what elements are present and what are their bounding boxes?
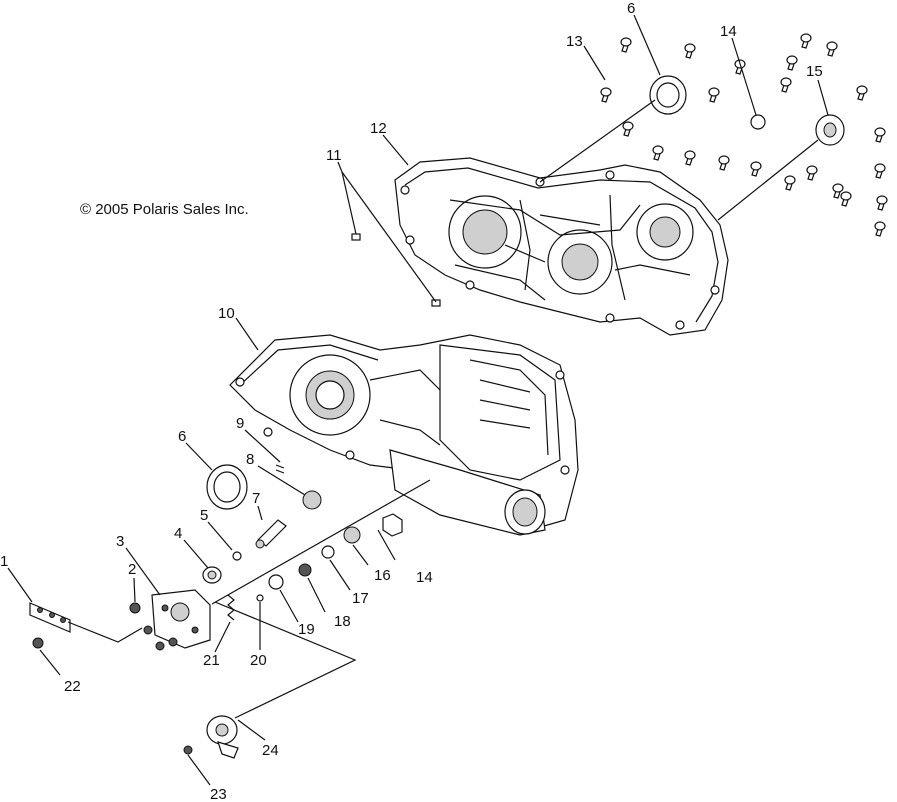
part-20-ball xyxy=(256,594,264,602)
part-23-bolt xyxy=(183,745,193,755)
part-15-bearing xyxy=(815,114,845,146)
bolt-12 xyxy=(652,145,664,161)
part-22-nut xyxy=(32,637,44,649)
callout-20: 20 xyxy=(250,652,267,669)
callout-16: 16 xyxy=(374,567,391,584)
callout-labels: 1 2 3 4 5 6 6 7 8 9 10 11 12 13 14 14 15… xyxy=(0,0,823,802)
part-3-pump-plate xyxy=(143,589,211,651)
callout-9: 9 xyxy=(236,415,244,432)
bolt-4 xyxy=(786,55,798,71)
callout-6-upper: 6 xyxy=(627,0,635,17)
callout-23: 23 xyxy=(210,786,227,802)
callout-7: 7 xyxy=(252,490,260,507)
part-1-bracket xyxy=(29,602,71,633)
bolt-set-13 xyxy=(600,33,888,237)
part-6-seal-lower xyxy=(206,464,248,510)
callout-15: 15 xyxy=(806,63,823,80)
callout-5: 5 xyxy=(200,507,208,524)
bolt-16 xyxy=(784,175,796,191)
bolt-17 xyxy=(832,183,844,199)
part-17-washer xyxy=(321,545,335,559)
callout-6-lower: 6 xyxy=(178,428,186,445)
callout-13: 13 xyxy=(566,33,583,50)
bolt-7 xyxy=(600,87,612,103)
bolt-1 xyxy=(620,37,632,53)
callout-14-upper: 14 xyxy=(720,23,737,40)
bolt-8 xyxy=(708,87,720,103)
callout-12: 12 xyxy=(370,120,387,137)
callout-14-lower: 14 xyxy=(416,569,433,586)
bolt-23 xyxy=(874,221,886,237)
callout-3: 3 xyxy=(116,533,124,550)
part-5-ring xyxy=(232,551,242,561)
bolt-11 xyxy=(622,121,634,137)
part-14-nut-lower xyxy=(382,513,403,537)
bolt-20 xyxy=(806,165,818,181)
bolt-5 xyxy=(826,41,838,57)
callout-10: 10 xyxy=(218,305,235,322)
upper-crankcase-half xyxy=(394,157,729,336)
part-2-bolt xyxy=(129,602,141,614)
callout-1: 1 xyxy=(0,553,8,570)
part-11-dowel-a xyxy=(351,233,361,241)
callout-11: 11 xyxy=(326,147,342,164)
bolt-22 xyxy=(840,191,852,207)
callout-4: 4 xyxy=(174,525,182,542)
part-21-spring xyxy=(227,594,235,621)
part-16-gear xyxy=(343,526,361,544)
callout-24: 24 xyxy=(262,742,279,759)
leader-lines xyxy=(7,14,829,786)
part-4-bearing xyxy=(202,566,222,584)
part-7-shaft xyxy=(255,519,287,549)
part-14-nut-upper xyxy=(750,114,766,130)
part-24-sensor xyxy=(206,715,239,759)
lower-crankcase-half xyxy=(229,334,579,536)
bolt-9 xyxy=(780,77,792,93)
part-11-dowel-b xyxy=(431,299,441,307)
bolt-6 xyxy=(800,33,812,49)
part-19-gear xyxy=(268,574,284,590)
callout-18: 18 xyxy=(334,613,351,630)
part-9-pin xyxy=(275,464,285,474)
callout-21: 21 xyxy=(203,652,220,669)
part-8-gear xyxy=(302,490,322,510)
bolt-14 xyxy=(718,155,730,171)
callout-2: 2 xyxy=(128,561,136,578)
copyright-text: © 2005 Polaris Sales Inc. xyxy=(80,201,249,218)
callout-19: 19 xyxy=(298,621,315,638)
bolt-15 xyxy=(750,161,762,177)
bolt-19 xyxy=(874,163,886,179)
bolt-18 xyxy=(874,127,886,143)
callout-17: 17 xyxy=(352,590,369,607)
part-6-seal-upper xyxy=(649,75,687,115)
bolt-13 xyxy=(684,150,696,166)
bolt-2 xyxy=(684,43,696,59)
part-18-nut xyxy=(298,563,312,577)
callout-8: 8 xyxy=(246,451,254,468)
bolt-21 xyxy=(876,195,888,211)
bolt-10 xyxy=(856,85,868,101)
callout-22: 22 xyxy=(64,678,81,695)
